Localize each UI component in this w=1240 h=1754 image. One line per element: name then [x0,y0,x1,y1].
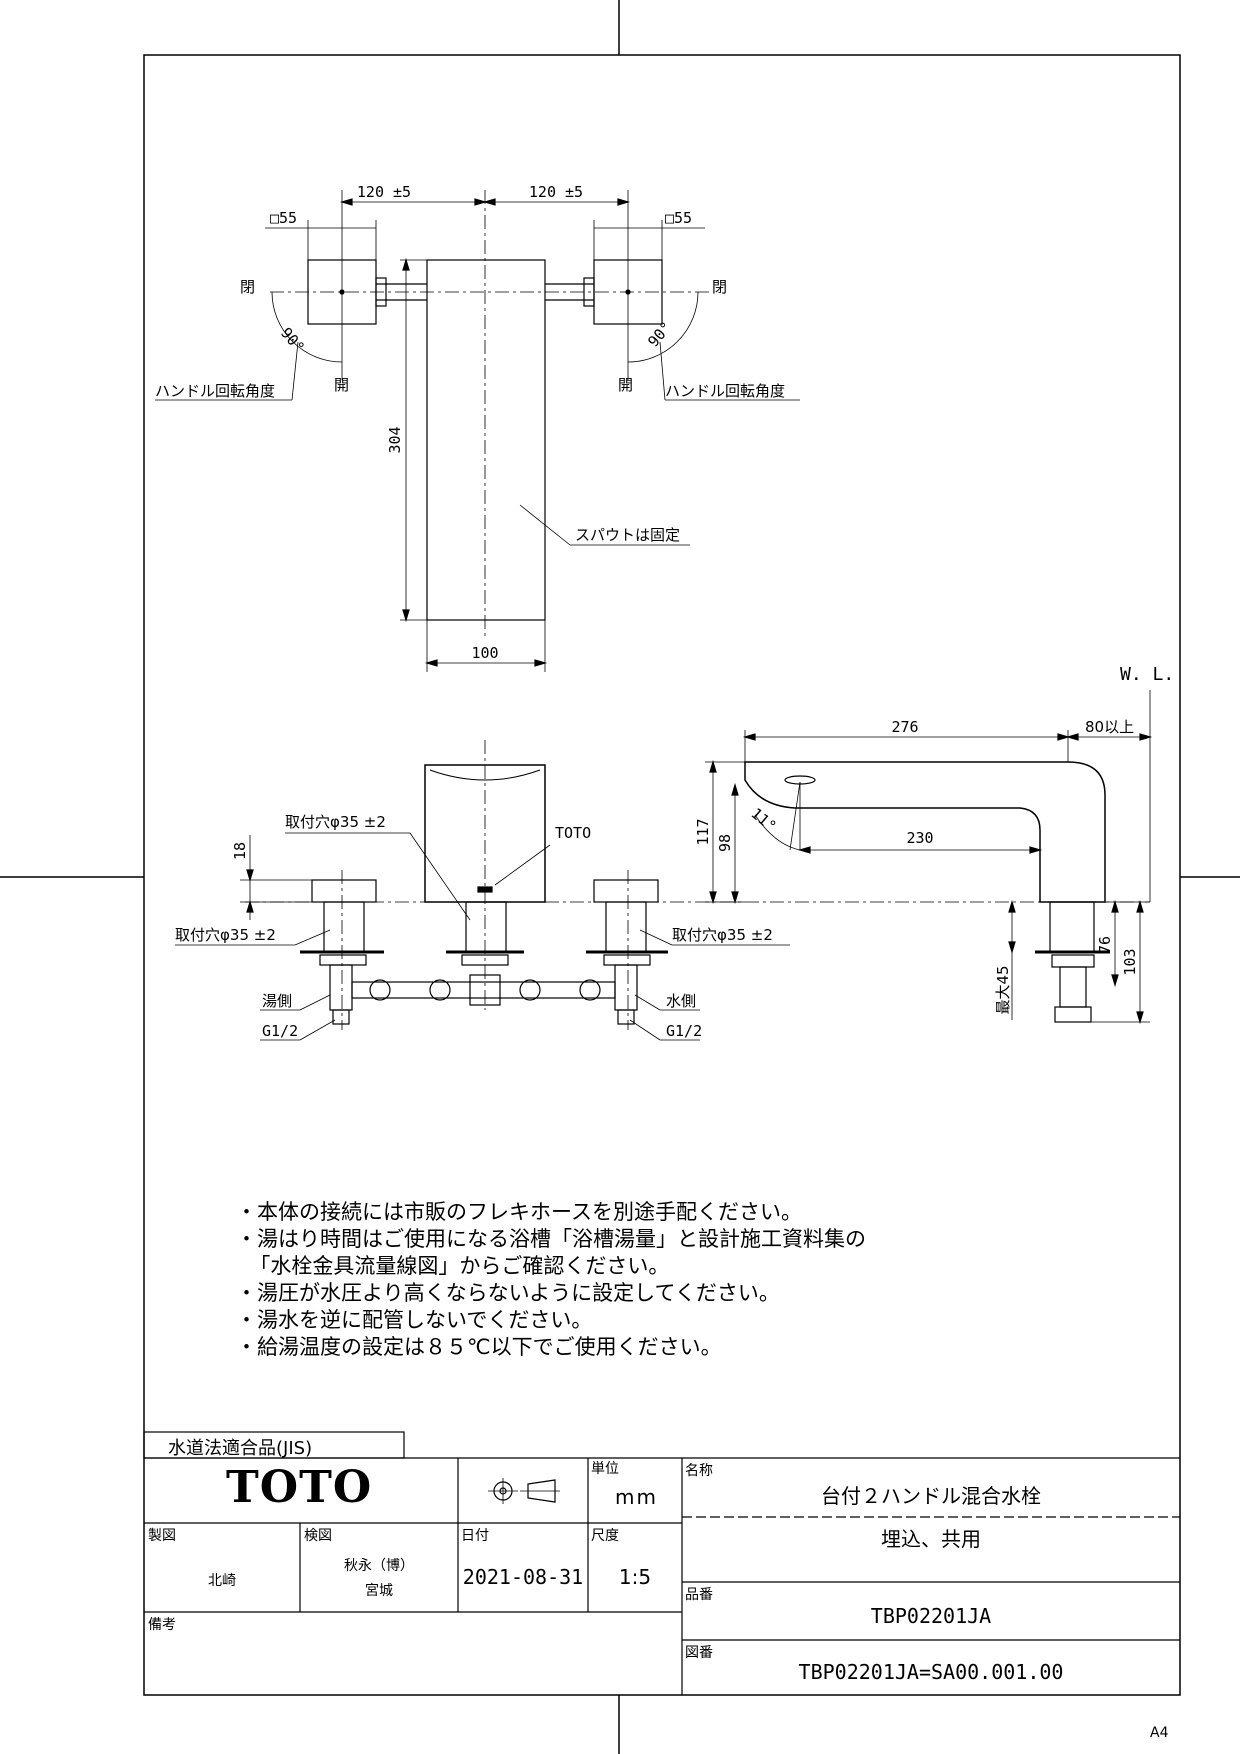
top-view [155,190,800,672]
title-block-lines [143,1431,1180,1695]
dim-height-103: 103 [1121,948,1139,975]
label-handle-rotation-left: ハンドル回転角度 [155,382,275,400]
label-mount-hole-left: 取付穴φ35 ±2 [175,926,276,944]
checked-label: 検図 [304,1528,332,1544]
dim-reach-230: 230 [906,829,933,847]
label-open-right: 開 [618,376,633,394]
dim-spout-length: 304 [386,426,404,453]
unit-value: mm [615,1485,658,1509]
note-5: ・湯水を逆に配管しないでください。 [236,1308,593,1332]
dim-angle-left: 90° [277,324,308,356]
dim-angle-right: 90° [644,318,675,350]
unit-label: 単位 [591,1461,619,1477]
dim-max-45: 最大45 [994,965,1012,1014]
label-handle-rotation-right: ハンドル回転角度 [665,382,785,400]
name-value: 台付２ハンドル混合水栓 [821,1484,1041,1508]
dim-wl-clearance: 80以上 [1085,718,1134,736]
label-close-left: 閉 [240,278,255,296]
label-thread-left: G1/2 [262,1022,298,1040]
dim-handle-square-left: □55 [270,209,297,227]
spout-body-top [426,259,546,621]
note-3: 「水栓金具流量線図」からご確認ください。 [236,1254,670,1278]
drawing-label: 図番 [685,1645,713,1661]
dim-height-117: 117 [694,818,712,845]
label-mount-hole-top: 取付穴φ35 ±2 [285,813,386,831]
dim-spout-reach: 276 [891,718,918,736]
label-wl: W. L. [1120,664,1174,685]
scale-label: 尺度 [591,1528,619,1544]
label-cold-side: 水側 [666,992,696,1010]
checked-value-1: 秋永（博） [344,1558,414,1574]
part-value: TBP02201JA [870,1604,992,1628]
drawing-value: TBP02201JA=SA00.001.00 [798,1660,1064,1684]
label-close-right: 閉 [712,278,727,296]
note-4: ・湯圧が水圧より高くならないように設定してください。 [236,1281,780,1305]
date-label: 日付 [461,1528,489,1544]
paper-size: A4 [1150,1725,1169,1741]
note-1: ・本体の接続には市販のフレキホースを別途手配ください。 [236,1200,802,1224]
front-view [175,740,1150,1041]
dim-height-18: 18 [231,842,249,860]
label-toto-mark: TOTO [555,824,591,842]
side-view [705,690,1153,1025]
dim-height-98: 98 [716,834,734,852]
jis-label: 水道法適合品(JIS) [168,1438,313,1459]
remarks-label: 備考 [148,1617,176,1633]
label-hot-side: 湯側 [262,992,292,1010]
dim-body-width: 100 [471,644,498,662]
name-sub: 埋込、共用 [881,1527,981,1551]
label-thread-right: G1/2 [666,1022,702,1040]
label-open-left: 開 [334,376,349,394]
label-spout-fixed: スパウトは固定 [575,526,680,544]
dim-angle-11: 11° [747,804,779,835]
dim-height-76: 76 [1096,936,1114,954]
scale-value: 1:5 [618,1565,652,1589]
date-value: 2021-08-31 [462,1565,584,1589]
sheet-border [143,54,1181,1696]
dim-handle-spacing-left: 120 ±5 [357,183,411,201]
toto-logo: TOTO [226,1462,373,1513]
drawn-label: 製図 [148,1528,176,1544]
dim-handle-spacing-right: 120 ±5 [529,183,583,201]
note-6: ・給湯温度の設定は８５℃以下でご使用ください。 [236,1335,722,1359]
drawn-value: 北崎 [208,1573,236,1589]
notes-block: ・本体の接続には市販のフレキホースを別途手配ください。 ・湯はり時間はご使用にな… [236,1199,996,1361]
note-2: ・湯はり時間はご使用になる浴槽「浴槽湯量」と設計施工資料集の [236,1227,866,1251]
part-label: 品番 [685,1587,713,1603]
name-label: 名称 [685,1463,713,1479]
label-mount-hole-right: 取付穴φ35 ±2 [672,926,773,944]
dim-handle-square-right: □55 [665,209,692,227]
checked-value-2: 宮城 [365,1583,393,1599]
